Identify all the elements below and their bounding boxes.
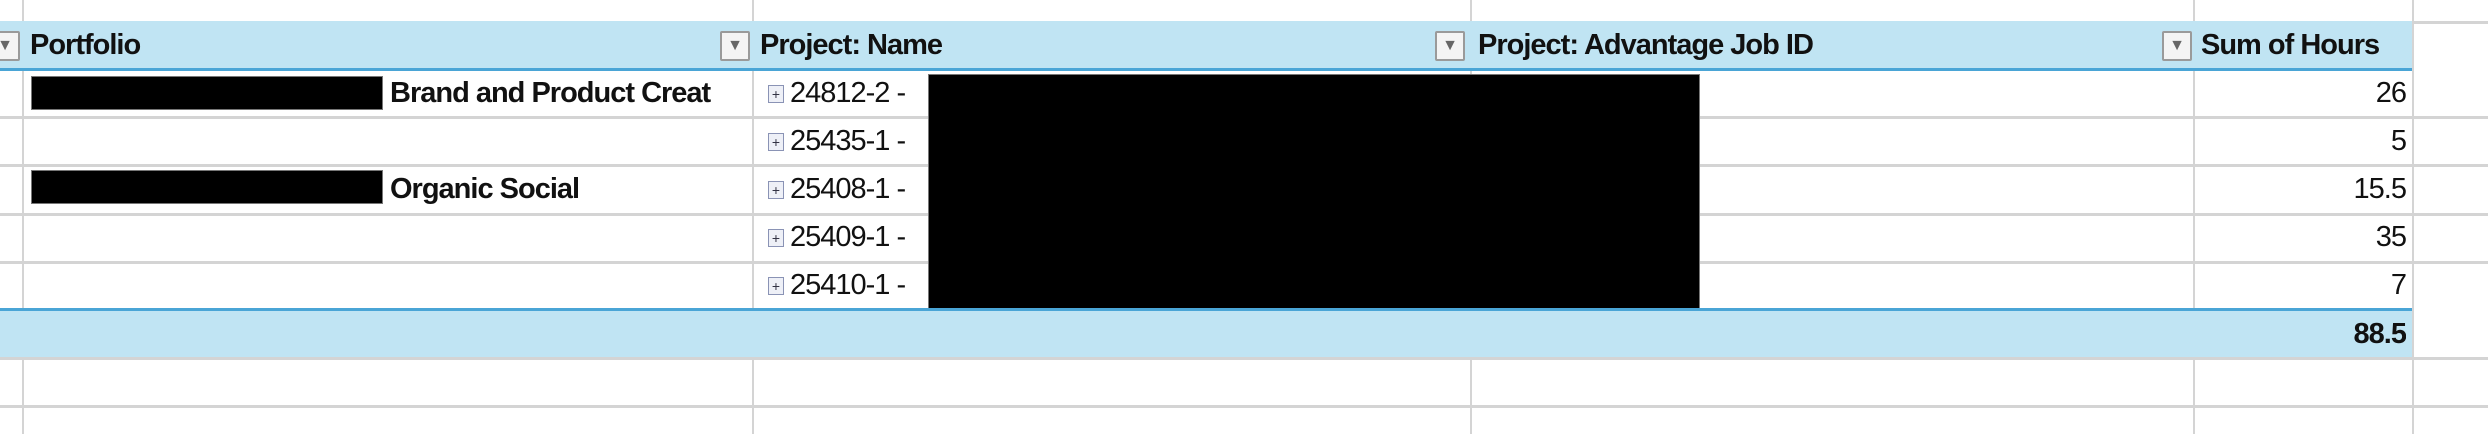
portfolio-cell[interactable]: Brand and Product Creat bbox=[390, 77, 711, 109]
project-label: 24812-2 - bbox=[790, 77, 906, 109]
filter-dropdown-portfolio[interactable]: ▼ bbox=[720, 31, 750, 61]
redaction-box bbox=[31, 76, 383, 110]
project-label: 25410-1 - bbox=[790, 269, 906, 301]
project-cell[interactable]: +25408-1 - bbox=[768, 166, 1458, 213]
filter-dropdown-row-labels[interactable]: ▼ bbox=[0, 31, 20, 61]
expand-icon[interactable]: + bbox=[768, 132, 784, 151]
expand-icon[interactable]: + bbox=[768, 228, 784, 247]
hours-cell[interactable]: 15.5 bbox=[2353, 173, 2406, 205]
header-project-name: Project: Name bbox=[760, 29, 943, 61]
expand-icon[interactable]: + bbox=[768, 84, 784, 103]
project-label: 25409-1 - bbox=[790, 221, 906, 253]
chevron-down-icon: ▼ bbox=[0, 37, 13, 54]
hours-cell[interactable]: 35 bbox=[2375, 221, 2406, 253]
grand-total-row bbox=[0, 311, 2412, 357]
grand-total-hours[interactable]: 88.5 bbox=[2353, 318, 2406, 350]
redaction-box bbox=[31, 170, 383, 204]
chevron-down-icon: ▼ bbox=[1442, 37, 1458, 54]
project-cell[interactable]: +24812-2 - bbox=[768, 70, 1458, 117]
hours-cell[interactable]: 7 bbox=[2390, 269, 2406, 301]
grid-line bbox=[0, 357, 2488, 360]
grid-line bbox=[2412, 0, 2414, 434]
portfolio-cell[interactable]: Organic Social bbox=[390, 173, 580, 205]
header-job-id: Project: Advantage Job ID bbox=[1478, 29, 1814, 61]
project-label: 25408-1 - bbox=[790, 173, 906, 205]
redaction-box bbox=[928, 74, 1700, 312]
header-sum-hours: Sum of Hours bbox=[2201, 29, 2380, 61]
chevron-down-icon: ▼ bbox=[727, 37, 743, 54]
hours-cell[interactable]: 5 bbox=[2390, 125, 2406, 157]
header-divider bbox=[0, 68, 2412, 71]
grid-line bbox=[752, 0, 754, 434]
hours-cell[interactable]: 26 bbox=[2375, 77, 2406, 109]
chevron-down-icon: ▼ bbox=[2169, 37, 2185, 54]
project-cell[interactable]: +25435-1 - bbox=[768, 118, 1458, 165]
expand-icon[interactable]: + bbox=[768, 276, 784, 295]
filter-dropdown-project-name[interactable]: ▼ bbox=[1435, 31, 1465, 61]
expand-icon[interactable]: + bbox=[768, 180, 784, 199]
grid-line bbox=[0, 405, 2488, 408]
filter-dropdown-job-id[interactable]: ▼ bbox=[2162, 31, 2192, 61]
project-label: 25435-1 - bbox=[790, 125, 906, 157]
grid-line bbox=[22, 0, 24, 434]
project-cell[interactable]: +25409-1 - bbox=[768, 214, 1458, 261]
header-portfolio: Portfolio bbox=[30, 29, 141, 61]
grid-line bbox=[2193, 0, 2195, 434]
project-cell[interactable]: +25410-1 - bbox=[768, 262, 1458, 309]
pivot-header-row bbox=[0, 21, 2412, 70]
total-divider bbox=[0, 308, 2412, 311]
